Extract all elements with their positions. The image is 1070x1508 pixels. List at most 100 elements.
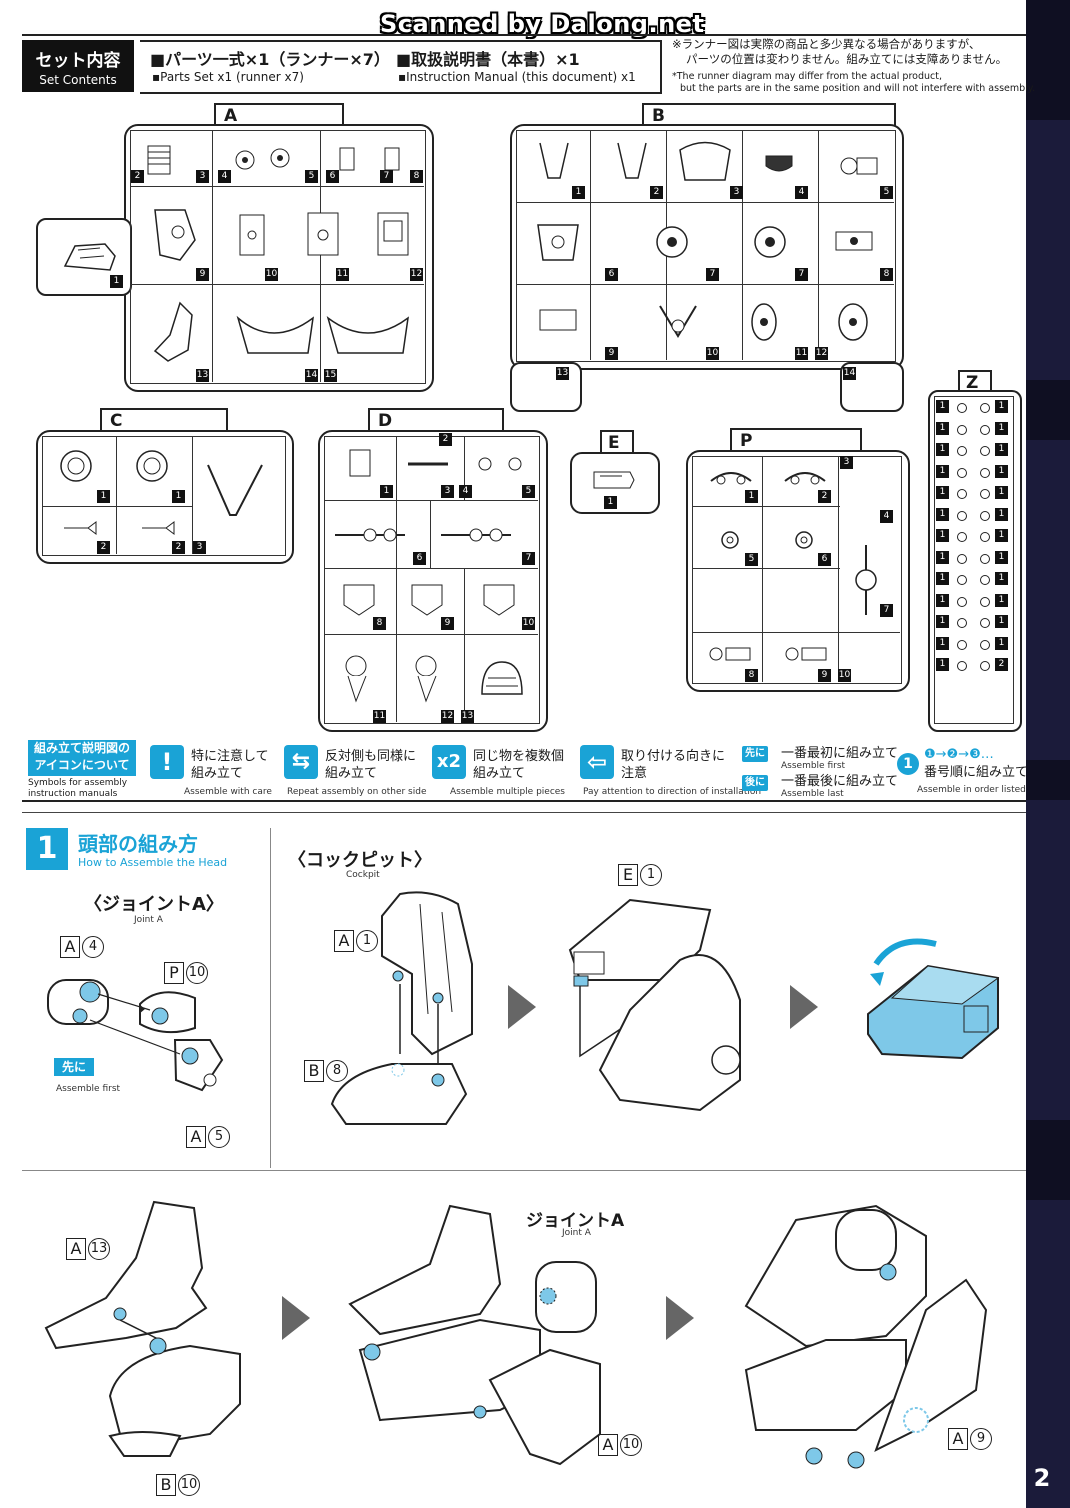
runner-b-part-7b	[754, 226, 786, 258]
part-num: 1	[936, 421, 949, 435]
step-arrow-3	[282, 1296, 310, 1340]
part-num: 1	[936, 572, 949, 585]
part-num: 1	[995, 421, 1008, 435]
legend-order-label: 番号順に組み立て	[924, 765, 1029, 780]
runner-z-part	[957, 661, 967, 671]
part-num: 2	[650, 186, 663, 199]
runner-z-part	[980, 532, 990, 542]
runner-d-part-3	[408, 462, 448, 466]
runner-a-part-14-15	[236, 315, 409, 354]
runner-a-row2	[130, 284, 424, 285]
runner-b-row1	[516, 202, 894, 203]
head-final-assembly-drawing	[744, 1204, 988, 1469]
part-num: 1	[995, 486, 1008, 499]
part-num: 9	[441, 617, 454, 630]
legend-direction-line1: 取り付ける向きに	[621, 749, 726, 764]
runner-c-label: C	[110, 411, 123, 431]
legend-rule	[22, 800, 1026, 802]
runner-b-part-9	[539, 309, 577, 331]
page-number: 2	[1033, 1464, 1051, 1492]
part-num: 8	[880, 268, 893, 281]
runner-z-part	[980, 661, 990, 671]
part-num: 11	[373, 710, 386, 723]
runner-d-frame	[324, 436, 540, 724]
runner-p-col2	[838, 456, 839, 682]
runner-b-tab: B	[642, 103, 896, 127]
part-num: 7	[522, 552, 535, 565]
callout-runner: B	[156, 1474, 176, 1496]
legend-repeat-line1: 反対側も同様に	[325, 749, 417, 764]
assemble-last-tag: 後に	[742, 775, 768, 791]
runner-b-col4	[818, 130, 819, 360]
part-num: 1	[995, 443, 1008, 456]
part-num: 12	[815, 347, 828, 360]
part-num: 2	[172, 541, 185, 554]
part-num: 2	[131, 170, 144, 183]
order-badge: 1	[897, 753, 919, 775]
callout-runner: A	[334, 930, 354, 952]
part-num: 1	[995, 615, 1008, 628]
legend-caution-line1: 特に注意して	[191, 749, 269, 764]
runner-p-part-8	[709, 647, 751, 661]
runner-p-part-1	[710, 472, 752, 485]
runner-c-frame	[42, 436, 286, 556]
part-num: 1	[936, 486, 949, 499]
runner-b-part-2	[617, 142, 647, 179]
runner-p-part-6	[795, 531, 813, 549]
part-num: 5	[880, 186, 893, 199]
part-num: 1	[995, 572, 1008, 585]
part-num: 6	[818, 553, 831, 566]
callout-runner: A	[66, 1238, 86, 1260]
runner-b-tab-left	[510, 362, 582, 412]
part-num: 2	[995, 658, 1008, 671]
callout-part: 13	[88, 1238, 110, 1260]
legend-title-line2: アイコンについて	[34, 758, 130, 772]
part-num: 3	[441, 485, 454, 498]
part-num: 1	[380, 485, 393, 498]
runner-p-frame	[692, 456, 902, 684]
part-num: 6	[605, 268, 618, 281]
runner-d-col2	[464, 436, 465, 500]
runner-c-part-2b	[142, 521, 175, 535]
runner-p-row1	[692, 506, 840, 507]
runner-d-part-1	[349, 449, 371, 477]
callout-part: 9	[970, 1428, 992, 1450]
set-contents-title: セット内容	[35, 51, 121, 71]
note-jp-1: ※ランナー図は実際の商品と多少異なる場合がありますが、	[672, 37, 981, 51]
runner-z-part	[980, 489, 990, 499]
contents-item-manual: ■取扱説明書（本書）×1	[396, 50, 580, 69]
runner-p-part-5	[721, 531, 739, 549]
part-num: 1	[936, 529, 949, 542]
runner-a-part-2	[147, 145, 171, 175]
caution-icon: !	[150, 745, 184, 779]
runner-z-part	[980, 596, 990, 607]
part-num: 7	[380, 170, 393, 183]
callout-part: 1	[356, 930, 378, 952]
step-subtitle: How to Assemble the Head	[78, 856, 228, 869]
set-contents-badge: セット内容 Set Contents	[22, 40, 134, 92]
runner-z-part	[957, 403, 967, 413]
runner-p-tab: P	[730, 428, 862, 452]
part-num: 1	[936, 636, 949, 650]
part-num: 1	[936, 400, 949, 413]
legend-direction-label: 取り付ける向きに注意	[621, 748, 725, 782]
runner-d-tab: D	[368, 408, 504, 432]
part-num: 3	[196, 170, 209, 183]
runner-z-part	[957, 467, 967, 478]
runner-a-part-4	[235, 148, 290, 170]
legend-repeat-label: 反対側も同様に組み立て	[325, 748, 416, 782]
note-jp-2: パーツの位置は変わりません。組み立てには支障ありません。	[686, 52, 1008, 66]
legend-order-en: Assemble in order listed	[917, 785, 1026, 795]
part-num: 10	[265, 268, 278, 281]
runner-d-row3	[324, 634, 538, 635]
runner-a-part-11	[307, 212, 339, 256]
step-arrow-1	[508, 985, 536, 1029]
assemble-first-tag: 先に	[742, 746, 768, 762]
assemble-first-tag: 先に	[54, 1058, 94, 1076]
runner-c-row	[42, 506, 192, 507]
joint-a-heading: 〈ジョイントA〉	[84, 894, 224, 915]
